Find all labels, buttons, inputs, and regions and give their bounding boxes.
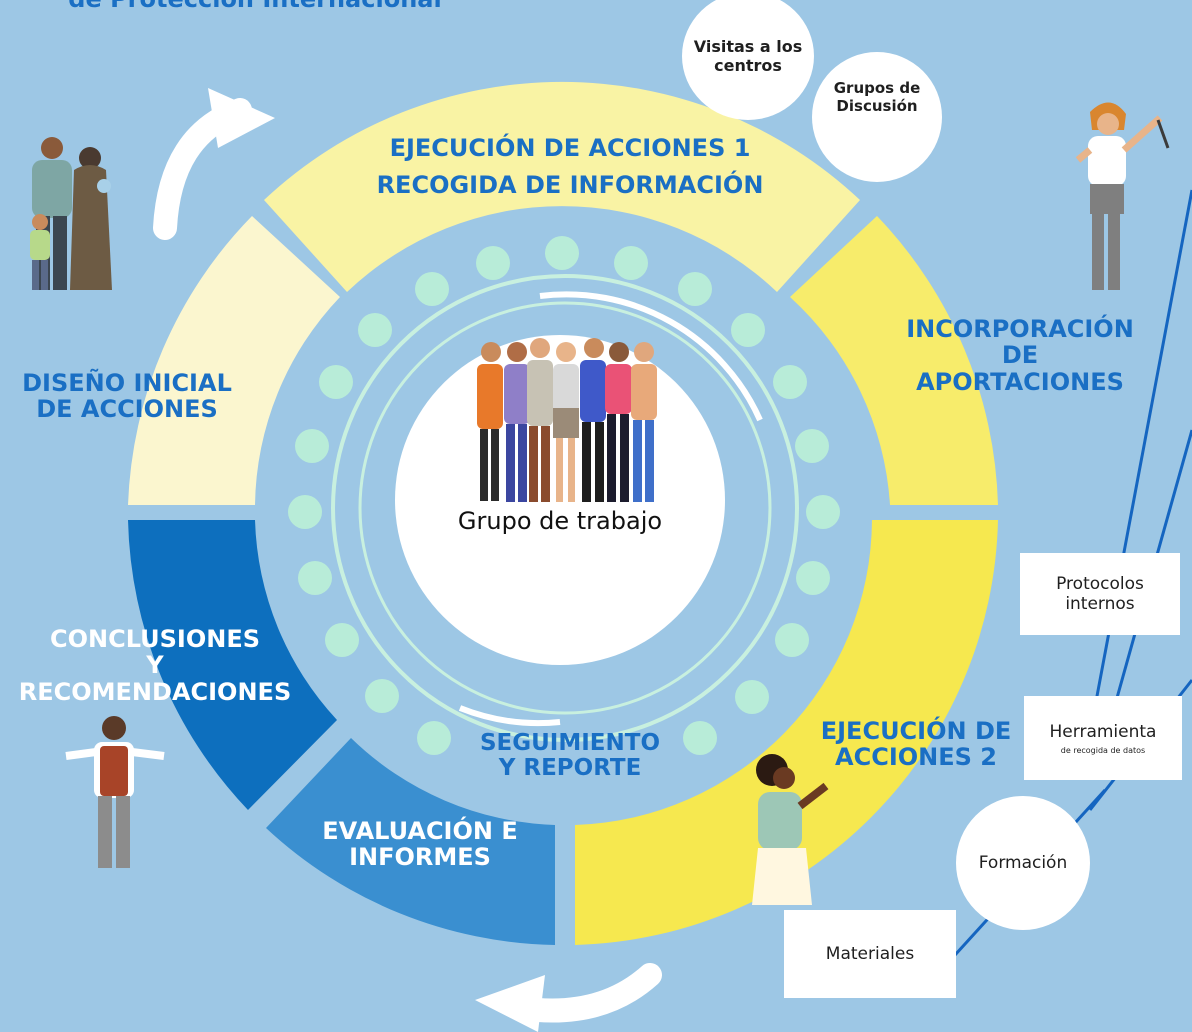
segment-bottom-right-label: EJECUCIÓN DE ACCIONES 2 (796, 718, 1036, 771)
card-herramienta-line1: Herramienta (1049, 721, 1157, 742)
segment-bottom-right-line2: ACCIONES 2 (835, 743, 997, 772)
segment-top-line1: EJECUCIÓN DE ACCIONES 1 (389, 134, 751, 162)
outer-ring (128, 81, 998, 945)
bubble-grupos: Grupos de Discusión (812, 52, 942, 182)
card-herramienta: Herramienta de recogida de datos (1024, 696, 1182, 780)
segment-right-line3: APORTACIONES (916, 367, 1124, 396)
teacher-icon (1075, 102, 1170, 290)
segment-bottom-right (575, 520, 998, 945)
bubble-visitas-line1: Visitas a los (693, 37, 803, 56)
mint-dots (288, 236, 840, 755)
segment-top-line2: RECOGIDA DE INFORMACIÓN (376, 171, 764, 200)
segment-top-label: EJECUCIÓN DE ACCIONES 1 RECOGIDA DE INFO… (360, 130, 780, 204)
segment-left-label: DISEÑO INICIAL DE ACCIONES (8, 370, 246, 423)
segment-left-line2: DE ACCIONES (36, 395, 218, 424)
segment-lower-left-line3: RECOMENDACIONES (18, 677, 292, 706)
segment-right-line2: DE (1001, 341, 1039, 370)
segment-lower-left-line2: Y (146, 651, 164, 680)
inner-ring-outer (331, 274, 799, 742)
inner-arc-white-bottom (458, 705, 561, 727)
cycle-arrow-top-icon (153, 88, 275, 240)
cycle-arrow-bottom-icon (475, 963, 662, 1032)
family-icon (30, 137, 112, 290)
header-title-partial: de Protección Internacional (60, 0, 450, 12)
segment-lower-left-line1: CONCLUSIONES (49, 625, 261, 653)
segment-lower-left-label: CONCLUSIONES Y RECOMENDACIONES (0, 625, 310, 706)
bubble-visitas: Visitas a los centros (682, 0, 814, 120)
segment-bottom-left-line2: INFORMES (349, 843, 491, 872)
bubble-visitas-line2: centros (714, 56, 782, 75)
segment-left-line1: DISEÑO INICIAL (22, 369, 232, 397)
inner-label-line1: SEGUIMIENTO (479, 730, 661, 756)
card-protocolos-line2: internos (1065, 594, 1135, 614)
card-materiales: Materiales (784, 910, 956, 998)
inner-label-line2: Y REPORTE (498, 755, 642, 782)
team-group-icon (477, 338, 657, 502)
segment-bottom-left (266, 738, 555, 945)
bubble-grupos-line1: Grupos de (833, 79, 921, 97)
presenter-man-icon (65, 716, 165, 868)
inner-arc-white-top (539, 291, 763, 422)
segment-right-line1: INCORPORACIÓN (906, 315, 1134, 343)
card-protocolos-line1: Protocolos (1056, 574, 1144, 594)
segment-bottom-right-line1: EJECUCIÓN DE (820, 717, 1012, 745)
pointing-woman-icon (752, 754, 829, 905)
bubble-grupos-line2: Discusión (836, 97, 918, 115)
inner-label: SEGUIMIENTO Y REPORTE (460, 730, 680, 782)
bubble-formacion: Formación (956, 796, 1090, 930)
card-protocolos: Protocolos internos (1020, 553, 1180, 635)
segment-top (264, 81, 860, 292)
segment-right (790, 216, 998, 505)
segment-left (128, 216, 340, 505)
segment-lower-left (128, 520, 337, 810)
inner-ring-mid (358, 301, 772, 715)
segment-bottom-left-line1: EVALUACIÓN E (322, 817, 518, 845)
card-herramienta-line2: de recogida de datos (1060, 745, 1146, 755)
segment-right-label: INCORPORACIÓN DE APORTACIONES (890, 315, 1150, 396)
center-label: Grupo de trabajo (457, 507, 663, 535)
segment-bottom-left-label: EVALUACIÓN E INFORMES (300, 818, 540, 871)
